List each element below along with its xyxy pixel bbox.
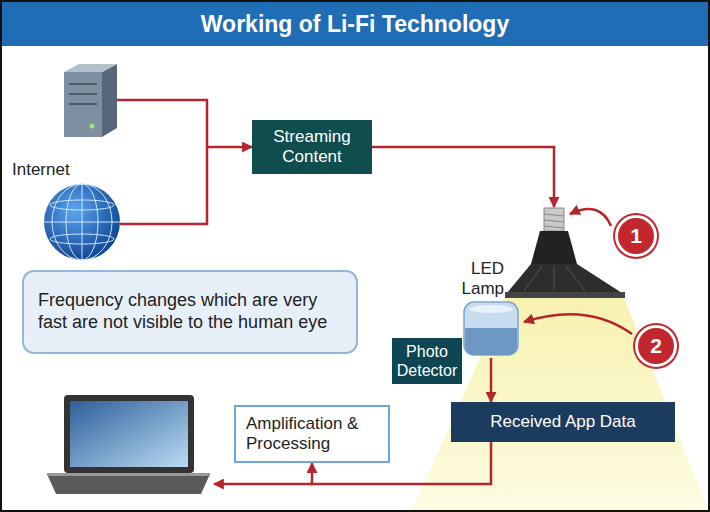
node-label: Frequency changes which are very fast ar… bbox=[38, 290, 342, 333]
callout-leader bbox=[524, 314, 632, 334]
process-box: Received App Data bbox=[451, 402, 675, 442]
node-label: LED Lamp bbox=[450, 259, 504, 300]
flow-arrow bbox=[490, 358, 493, 402]
process-box: Amplification & Processing bbox=[234, 405, 390, 463]
light-cone bbox=[412, 298, 708, 510]
note-box: Frequency changes which are very fast ar… bbox=[22, 270, 358, 354]
internet-group: Internet bbox=[10, 57, 134, 267]
callout-number: 2 bbox=[635, 325, 677, 367]
laptop-icon bbox=[47, 395, 210, 494]
callout-number: 1 bbox=[615, 215, 657, 257]
flow-arrow bbox=[134, 100, 252, 147]
process-box: Streaming Content bbox=[252, 120, 372, 174]
flow-arrow bbox=[372, 147, 554, 207]
led-lamp bbox=[505, 208, 625, 298]
title-bar: Working of Li-Fi Technology bbox=[2, 2, 708, 46]
server-icon bbox=[64, 64, 134, 137]
node-label: Internet bbox=[12, 160, 70, 180]
photo-detector-icon bbox=[464, 302, 518, 355]
node-label: Amplification & Processing bbox=[246, 414, 378, 455]
output-wire bbox=[214, 483, 313, 486]
node-label: Received App Data bbox=[490, 412, 636, 432]
callout-leader bbox=[570, 209, 611, 226]
node-label: Photo Detector bbox=[392, 338, 462, 384]
lamp-group: LED Lamp bbox=[422, 207, 627, 299]
node-label: Streaming Content bbox=[258, 127, 366, 168]
detector-group: Photo Detector bbox=[392, 300, 522, 384]
globe-icon bbox=[44, 184, 120, 260]
merge-wire bbox=[120, 148, 207, 224]
